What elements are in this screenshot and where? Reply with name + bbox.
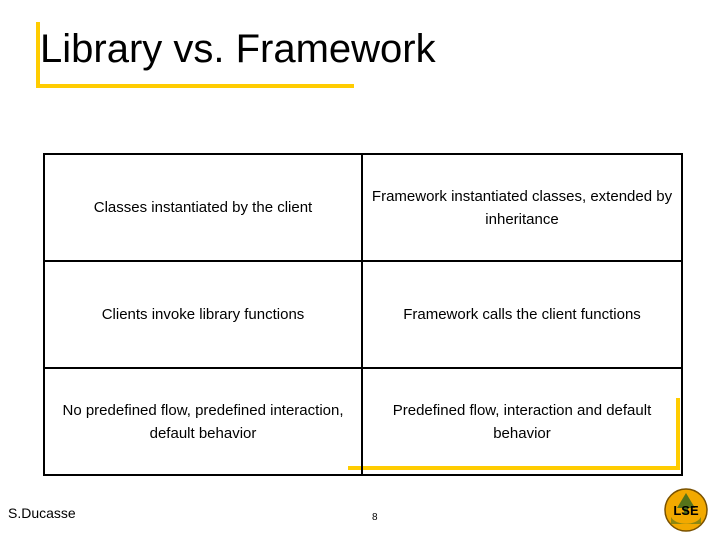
footer-author: S.Ducasse — [8, 505, 76, 521]
accent-bar-title-underline — [36, 84, 354, 88]
footer-page-number: 8 — [372, 512, 378, 523]
table-row: No predefined flow, predefined interacti… — [43, 367, 683, 476]
cell-library-1: Classes instantiated by the client — [43, 153, 363, 262]
page-title: Library vs. Framework — [40, 27, 436, 71]
cell-library-2: Clients invoke library functions — [43, 260, 363, 369]
cell-library-3: No predefined flow, predefined interacti… — [43, 367, 363, 476]
lse-logo-icon: LSE — [662, 486, 710, 534]
cell-framework-3: Predefined flow, interaction and default… — [361, 367, 683, 476]
table-row: Classes instantiated by the client Frame… — [43, 153, 683, 262]
cell-framework-1: Framework instantiated classes, extended… — [361, 153, 683, 262]
table-row: Clients invoke library functions Framewo… — [43, 260, 683, 369]
accent-bar-left — [36, 22, 40, 86]
comparison-table: Classes instantiated by the client Frame… — [43, 153, 683, 476]
svg-text:LSE: LSE — [673, 503, 699, 518]
cell-framework-2: Framework calls the client functions — [361, 260, 683, 369]
